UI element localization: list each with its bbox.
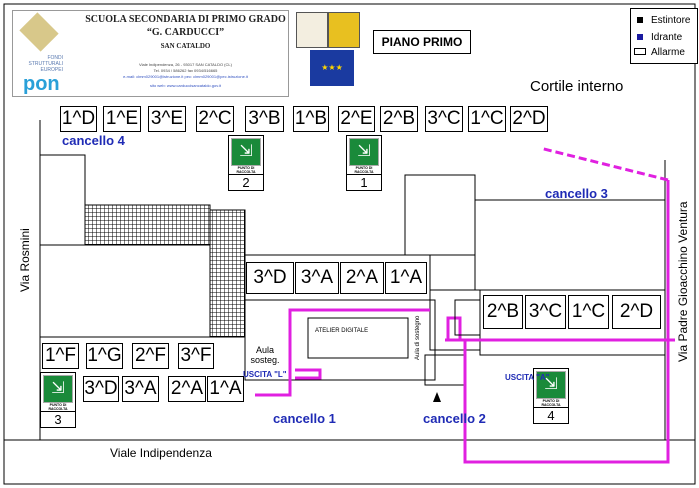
viale-label: Viale Indipendenza <box>110 446 212 460</box>
assembly-icon: ⇲ <box>43 375 73 403</box>
aula-sosteg-label: Aula sosteg. <box>250 345 280 365</box>
room: 2^C <box>196 106 234 132</box>
legend-label: Idrante <box>651 32 683 43</box>
room: 2^E <box>338 106 375 132</box>
room: 1^G <box>86 343 123 369</box>
italy-emblem <box>296 12 328 48</box>
legend: Estintore Idrante Allarme <box>630 8 698 64</box>
stairs <box>454 299 481 336</box>
school-phone: Tel. 0934 / 586262 fax 0934/516665 <box>153 68 218 73</box>
sign-number: 2 <box>229 174 263 190</box>
room: 2^B <box>483 295 523 329</box>
room: 2^A <box>168 376 206 402</box>
assembly-icon: ⇲ <box>349 138 379 166</box>
room: 3^D <box>83 376 119 402</box>
school-header: FONDI STRUTTURALI EUROPEI pon SCUOLA SEC… <box>12 10 289 97</box>
via-ventura-label: Via Padre Gioacchino Ventura <box>676 201 690 362</box>
gate-3-label: cancello 3 <box>545 186 608 201</box>
sign-number: 1 <box>347 174 381 190</box>
sicily-emblem <box>328 12 360 48</box>
pon-text: FONDI STRUTTURALI EUROPEI <box>28 55 63 73</box>
evacuation-route <box>255 146 675 464</box>
room: 3^D <box>246 262 294 294</box>
floor-title: PIANO PRIMO <box>373 30 471 54</box>
sign-text: PUNTO DI RACCOLTA <box>354 166 374 174</box>
cortile-label: Cortile interno <box>530 78 624 95</box>
building-left <box>39 154 86 246</box>
room: 1^B <box>293 106 329 132</box>
sign-text: PUNTO DI RACCOLTA <box>48 403 68 411</box>
room: 2^A <box>340 262 384 294</box>
atelier-label: ATELIER DIGITALE <box>315 328 369 334</box>
room: 3^A <box>295 262 339 294</box>
room: 1^D <box>60 106 97 132</box>
hydrant-icon <box>637 34 643 40</box>
room: 3^E <box>148 106 186 132</box>
school-web: sito web: www.carduccisancataldo.gov.it <box>149 83 222 88</box>
school-name-line1: SCUOLA SECONDARIA DI PRIMO GRADO <box>85 14 286 25</box>
legend-label: Estintore <box>651 15 691 26</box>
legend-label: Allarme <box>651 47 685 58</box>
sign-number: 4 <box>534 407 568 423</box>
room: 3^B <box>245 106 284 132</box>
school-email: e-mail: clmm029001@istruzione.it pec: cl… <box>123 74 248 79</box>
school-city: SAN CATALDO <box>160 42 211 50</box>
room: 1^A <box>385 262 427 294</box>
legend-alarm: Allarme <box>634 47 697 58</box>
room: 2^F <box>132 343 169 369</box>
assembly-icon: ⇲ <box>536 371 566 399</box>
hatched-area <box>84 204 211 246</box>
room: 2^B <box>380 106 418 132</box>
aula-sostegno-label: Aula di sostegno <box>415 315 421 360</box>
room: 3^A <box>122 376 159 402</box>
legend-extinguisher: Estintore <box>637 15 697 26</box>
school-logo <box>19 12 59 52</box>
sign-text: PUNTO DI RACCOLTA <box>236 166 256 174</box>
pon-logo: pon <box>23 73 60 95</box>
room: 1^E <box>103 106 141 132</box>
extinguisher-icon <box>637 17 643 23</box>
room: 2^D <box>612 295 661 329</box>
sign-number: 3 <box>41 411 75 427</box>
exit-a-label: USCITA "A" <box>505 373 550 382</box>
gym <box>39 244 211 338</box>
room: 3^C <box>425 106 463 132</box>
room: 2^D <box>510 106 548 132</box>
school-address: Viale Indipendenza, 26 - 93017 SAN CATAL… <box>139 62 232 67</box>
room: 1^C <box>468 106 506 132</box>
room: 1^F <box>42 343 79 369</box>
alarm-icon <box>634 48 646 55</box>
school-name-line2: “G. CARDUCCI” <box>146 27 225 38</box>
atelier-room <box>307 317 409 359</box>
room: 1^C <box>568 295 609 329</box>
assembly-icon: ⇲ <box>231 138 261 166</box>
room: 3^F <box>178 343 214 369</box>
outer-border <box>3 3 696 485</box>
legend-hydrant: Idrante <box>637 32 697 43</box>
room: 3^C <box>525 295 566 329</box>
room: 1^A <box>207 376 244 402</box>
via-rosmini-label: Via Rosmini <box>18 228 32 292</box>
gate-1-label: cancello 1 <box>273 411 336 426</box>
exit-l-label: USCITA "L" <box>243 370 287 379</box>
gate-4-label: cancello 4 <box>62 133 125 148</box>
sign-text: PUNTO DI RACCOLTA <box>541 399 561 407</box>
eu-flag: ★★★ <box>310 50 354 86</box>
gate-2-label: cancello 2 <box>423 411 486 426</box>
exit-arrow <box>433 392 441 402</box>
